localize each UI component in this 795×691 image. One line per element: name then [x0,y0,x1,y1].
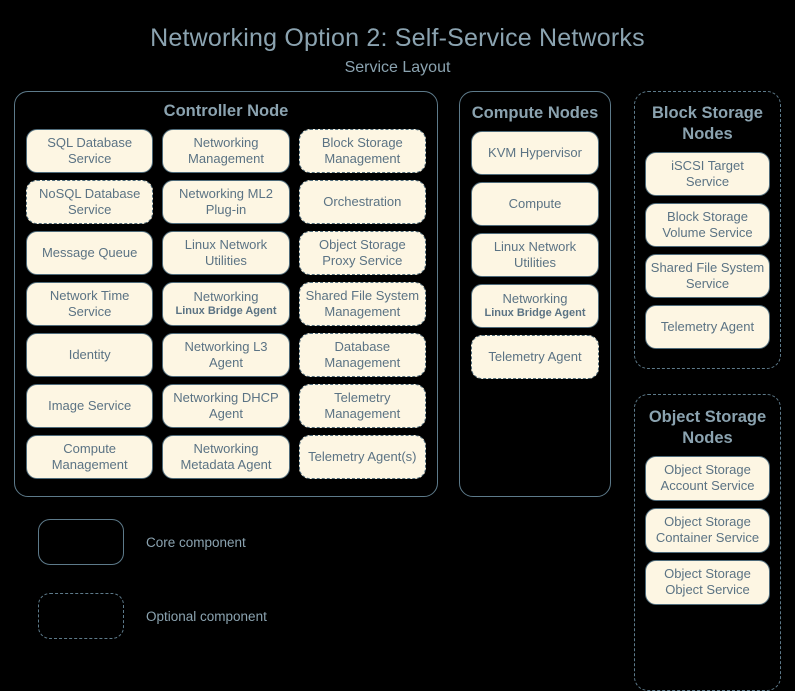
service-label: Compute Management [51,441,128,472]
service-label: Compute [508,195,562,211]
service-label: Object Storage Account Service [660,462,755,494]
service-box[interactable]: Networking ML2 Plug-in [162,179,290,224]
service-label: Object Storage Object Service [664,566,751,598]
service-label: SQL Database Service [47,135,133,166]
service-label: Linux Network Utilities [184,237,268,268]
legend-swatch-solid [38,519,124,565]
service-label: Shared File System Service [650,259,765,291]
service-box[interactable]: Networking Management [162,128,290,173]
service-label: Telemetry Agent(s) [308,448,417,464]
group-object-storage-nodes: Object Storage Nodes Object Storage Acco… [634,394,781,691]
group-title-block-storage: Block Storage Nodes [652,104,763,143]
service-box[interactable]: Telemetry Agent [471,334,599,379]
controller-service-grid: SQL Database Service Networking Managemen… [15,128,437,489]
service-label: Telemetry Management [324,390,401,421]
service-box[interactable]: KVM Hypervisor [471,130,599,175]
service-box[interactable]: NoSQL Database Service [26,179,154,224]
diagram-subtitle: Service Layout [344,59,451,76]
service-label: Networking [193,289,259,305]
service-box[interactable]: Compute Management [26,434,154,479]
service-label: Image Service [48,397,132,413]
service-box[interactable]: Object Storage Proxy Service [298,230,426,275]
legend-label: Optional component [146,608,267,624]
service-box[interactable]: Networking Metadata Agent [162,434,290,479]
service-box[interactable]: Object Storage Container Service [645,507,770,553]
group-title-object-storage: Object Storage Nodes [648,408,767,447]
legend-item: Core component [38,516,267,568]
service-label: Object Storage Proxy Service [318,237,406,268]
diagram-title: Networking Option 2: Self-Service Networ… [150,24,645,52]
group-title-compute: Compute Nodes [471,104,599,122]
service-label: Block Storage Management [321,135,403,166]
service-label: Block Storage Volume Service [662,208,753,240]
service-box[interactable]: iSCSI Target Service [645,151,770,196]
service-label: Networking L3 Agent [184,339,268,370]
service-label: NoSQL Database Service [38,186,141,217]
service-box[interactable]: Networking DHCP Agent [162,383,290,428]
service-label: Networking ML2 Plug-in [179,186,273,217]
service-box[interactable]: Telemetry Agent(s) [298,434,426,479]
service-label: Database Management [324,339,401,370]
service-label: Network Time Service [49,288,130,319]
service-box[interactable]: Image Service [26,383,154,428]
service-label: Networking [502,291,568,307]
service-label: Object Storage Container Service [655,514,760,546]
service-box[interactable]: Shared File System Management [298,281,426,326]
service-box[interactable]: Object Storage Object Service [645,559,770,605]
service-box[interactable]: Block Storage Management [298,128,426,173]
service-label: iSCSI Target Service [671,157,744,189]
service-label: Linux Network Utilities [493,239,577,270]
service-label: Identity [68,346,111,362]
service-label: Message Queue [41,244,138,260]
service-label: Orchestration [323,193,402,209]
service-box[interactable]: Message Queue [26,230,154,275]
service-box[interactable]: Database Management [298,332,426,377]
service-box[interactable]: Telemetry Agent [645,304,770,349]
service-box[interactable]: Object Storage Account Service [645,455,770,501]
service-label: Networking Metadata Agent [180,441,272,472]
service-box[interactable]: Network Time Service [26,281,154,326]
service-box[interactable]: Compute [471,181,599,226]
legend-item: Optional component [38,590,267,642]
service-box[interactable]: Linux Network Utilities [162,230,290,275]
legend-swatch-dashed [38,593,124,639]
service-box[interactable]: Identity [26,332,154,377]
service-box[interactable]: Block Storage Volume Service [645,202,770,247]
service-sublabel: Linux Bridge Agent [484,306,586,319]
service-label: Telemetry Agent [488,348,582,364]
service-label: Networking Management [188,135,264,166]
legend-label: Core component [146,534,246,550]
service-label: Shared File System Management [305,288,420,319]
group-title-controller: Controller Node [163,102,289,120]
service-box[interactable]: Orchestration [298,179,426,224]
service-box[interactable]: Shared File System Service [645,253,770,298]
service-box[interactable]: Telemetry Management [298,383,426,428]
service-label: KVM Hypervisor [488,144,582,160]
service-sublabel: Linux Bridge Agent [175,304,277,317]
service-box[interactable]: Networking L3 Agent [162,332,290,377]
service-box[interactable]: Linux Network Utilities [471,232,599,277]
service-label: Networking DHCP Agent [173,390,279,421]
service-box[interactable]: SQL Database Service [26,128,154,173]
group-block-storage-nodes: Block Storage Nodes iSCSI Target Service… [634,91,781,369]
service-label: Telemetry Agent [660,318,755,334]
